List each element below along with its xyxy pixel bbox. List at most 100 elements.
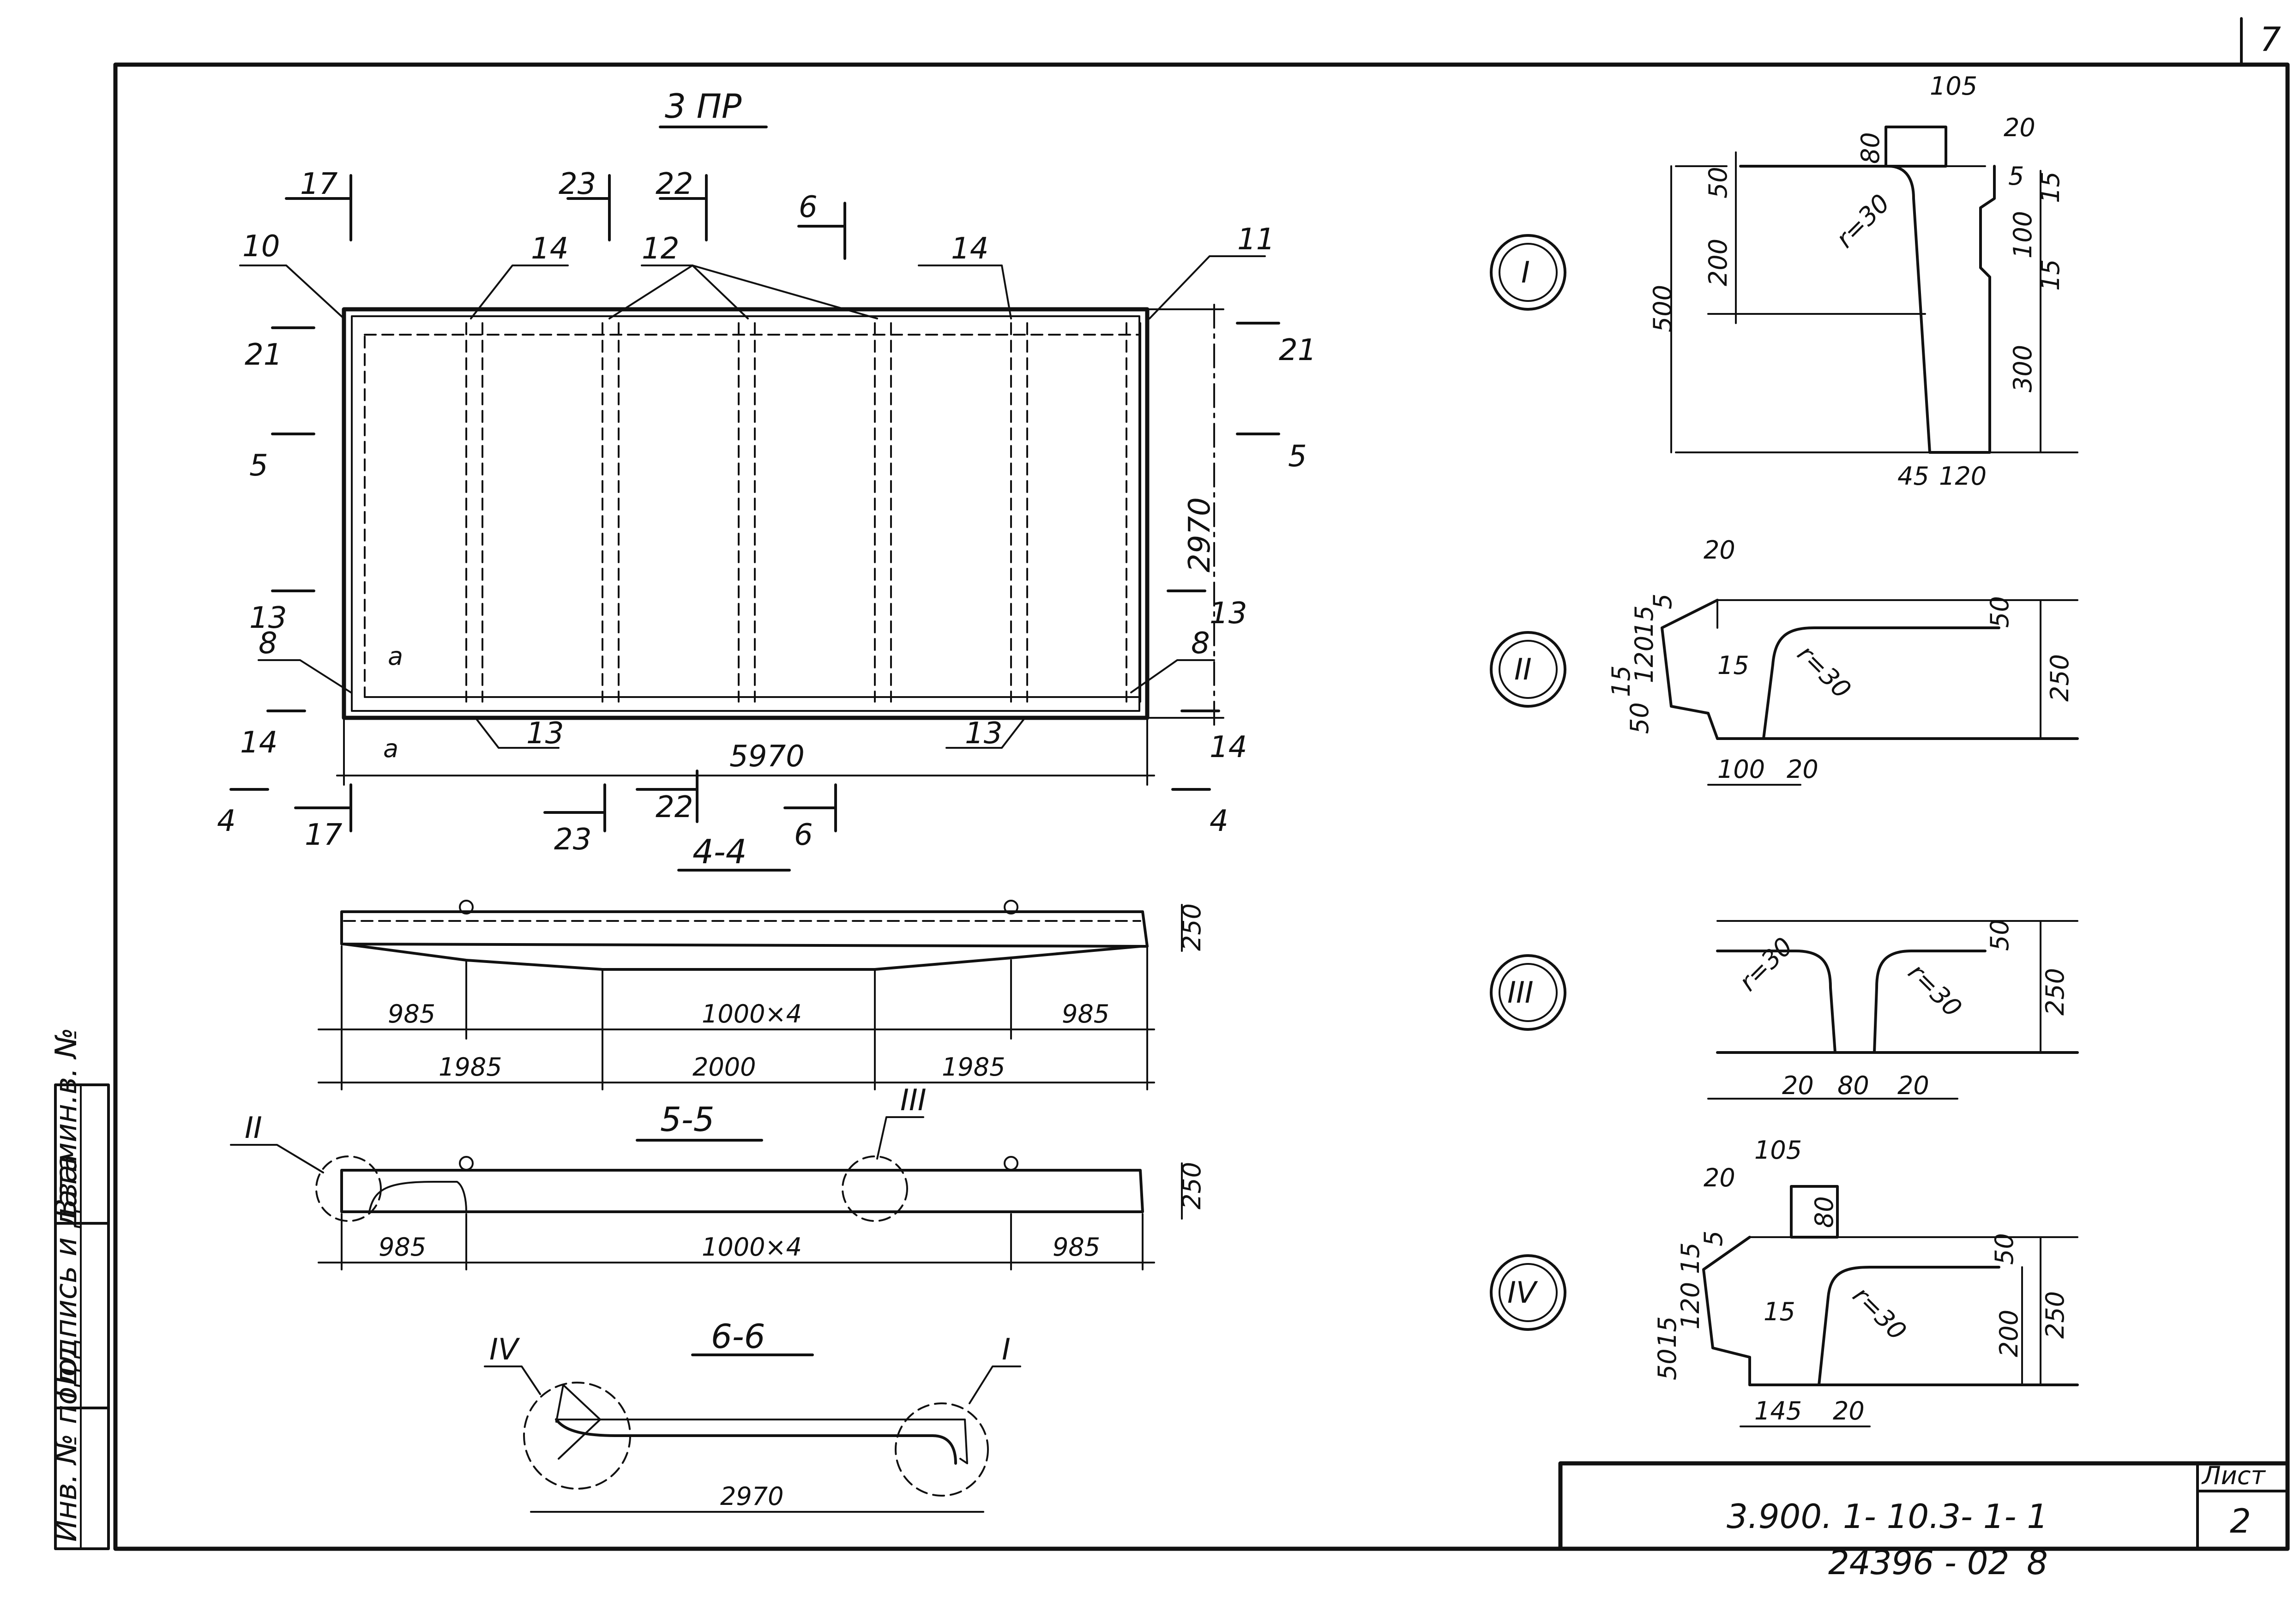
d2-dim-20: 20 <box>1704 535 1735 565</box>
d3-dim-50: 50 <box>1985 919 2014 951</box>
cut-mark-5-left: 5 <box>249 449 268 483</box>
d4-dim-20: 20 <box>1704 1163 1735 1192</box>
cut-mark-14-right: 14 <box>1210 730 1247 764</box>
detail-IV-drawing <box>1702 1185 2079 1427</box>
sec66-width: 2970 <box>720 1482 783 1511</box>
d4-dim-20b: 20 <box>1833 1396 1865 1426</box>
sec44-dim-1985-left: 1985 <box>439 1053 502 1082</box>
d4-dim-145: 145 <box>1754 1396 1802 1426</box>
sec55-dim-985-left: 985 <box>379 1233 426 1262</box>
detail-II-drawing <box>1661 599 2079 786</box>
d2-dim-15b: 15 <box>1717 651 1749 680</box>
cut-mark-4-right: 4 <box>1210 804 1228 838</box>
d2-dim-15c: 15 <box>1607 665 1636 697</box>
detail-III-callout <box>1490 954 1566 1031</box>
pos-label-13-right: 13 <box>965 716 1002 751</box>
d4-dim-15b: 15 <box>1764 1297 1795 1326</box>
sec44-height: 250 <box>1177 903 1206 951</box>
sheet-label: Лист <box>2201 1461 2266 1490</box>
d1-dim-300: 300 <box>2008 345 2037 392</box>
d4-dim-200: 200 <box>1994 1310 2023 1357</box>
d1-dim-80: 80 <box>1856 132 1885 164</box>
callout-III-leader <box>876 1116 924 1160</box>
detail-II-label: II <box>1514 653 1532 687</box>
d2-radius: r=30 <box>1792 639 1857 704</box>
cut-mark-13-left: 13 <box>249 601 287 635</box>
d2-dim-20b: 20 <box>1787 755 1818 784</box>
d4-dim-250: 250 <box>2041 1291 2070 1339</box>
d4-dim-15c: 15 <box>1653 1316 1682 1348</box>
d4-dim-15a: 15 <box>1676 1242 1705 1274</box>
pos-label-8-left: 8 <box>259 626 277 661</box>
d1-dim-5: 5 <box>2008 162 2024 191</box>
callout-IV-label: IV <box>489 1333 520 1367</box>
callout-I-leader <box>969 1365 1021 1404</box>
d1-dim-20: 20 <box>2004 113 2035 142</box>
d2-dim-50b: 50 <box>1625 702 1654 734</box>
detail-III-label: III <box>1507 976 1534 1010</box>
d1-dim-105: 105 <box>1930 72 1977 101</box>
cut-mark-23-top: 23 <box>559 167 596 201</box>
section-4-4-title: 4-4 <box>692 832 747 871</box>
cut-mark-5-right: 5 <box>1288 439 1307 474</box>
plan-length: 5970 <box>729 740 805 774</box>
pos-label-14-right: 14 <box>951 232 988 266</box>
sec44-dim-985-right: 985 <box>1062 999 1109 1029</box>
d2-dim-100: 100 <box>1717 755 1765 784</box>
plan-width: 2970 <box>1183 497 1217 572</box>
d2-dim-120: 120 <box>1630 636 1659 683</box>
callout-III-label: III <box>900 1083 927 1118</box>
sheet-frame <box>113 17 2290 1551</box>
d1-dim-15a: 15 <box>2036 171 2065 203</box>
d1-dim-45: 45 <box>1897 462 1929 491</box>
cut-mark-a-bottom: a <box>383 734 398 763</box>
plan-view <box>342 307 1150 720</box>
archive-page: 8 <box>2027 1543 2048 1582</box>
d4-dim-80: 80 <box>1810 1196 1839 1228</box>
cut-mark-4-left: 4 <box>217 804 236 838</box>
d4-dim-120: 120 <box>1676 1282 1705 1329</box>
d1-dim-15b: 15 <box>2036 259 2065 291</box>
cut-mark-17-top: 17 <box>300 167 338 201</box>
d3-radius-right: r=30 <box>1903 958 1968 1023</box>
d3-dim-20a: 20 <box>1782 1071 1814 1100</box>
corner-number: 7 <box>2260 20 2281 59</box>
archive-code: 24396 - 02 <box>1828 1543 2009 1582</box>
d1-dim-100: 100 <box>2008 211 2037 259</box>
d1-radius: r=30 <box>1830 188 1896 253</box>
section-5-5-profile <box>315 1155 1144 1222</box>
d4-radius: r=30 <box>1847 1281 1912 1346</box>
stamp-text-3: Взамин.в. № <box>49 1028 84 1219</box>
d3-dim-20b: 20 <box>1897 1071 1929 1100</box>
d3-dim-250: 250 <box>2041 968 2070 1016</box>
plan-dimensions <box>336 304 1224 786</box>
detail-I-callout <box>1490 234 1566 311</box>
pos-label-13-left: 13 <box>526 716 564 751</box>
position-leaders <box>239 255 1266 749</box>
stamp-text-1: Инв. № подл. <box>49 1338 84 1542</box>
cut-mark-21-right: 21 <box>1279 333 1316 367</box>
sheet-number: 2 <box>2230 1502 2251 1540</box>
section-5-5-title: 5-5 <box>660 1100 715 1139</box>
cut-mark-22-bottom: 22 <box>656 790 693 824</box>
detail-I-drawing <box>1670 126 2078 454</box>
callout-II-label: II <box>245 1111 262 1145</box>
callout-I-label: I <box>1002 1333 1011 1367</box>
sec44-dim-985-left: 985 <box>388 999 435 1029</box>
stamp-text-2: Подпись и дата <box>49 1154 84 1399</box>
d4-dim-105: 105 <box>1754 1136 1802 1165</box>
sec44-dim-1000x4: 1000×4 <box>702 999 802 1029</box>
cut-mark-22-top: 22 <box>656 167 693 201</box>
plan-title: 3 ПР <box>665 87 742 126</box>
d1-dim-120: 120 <box>1939 462 1987 491</box>
callout-II-leader <box>230 1144 324 1173</box>
d2-dim-15a: 15 <box>1630 605 1659 637</box>
d4-dim-50b: 50 <box>1653 1348 1682 1380</box>
d4-dim-5: 5 <box>1699 1231 1728 1246</box>
title-block <box>1558 1461 2290 1551</box>
detail-IV-label: IV <box>1507 1276 1538 1310</box>
section-5-5-dimensions <box>318 1162 1183 1270</box>
section-4-4-profile <box>340 900 1149 971</box>
section-cut-markers <box>229 174 1280 832</box>
